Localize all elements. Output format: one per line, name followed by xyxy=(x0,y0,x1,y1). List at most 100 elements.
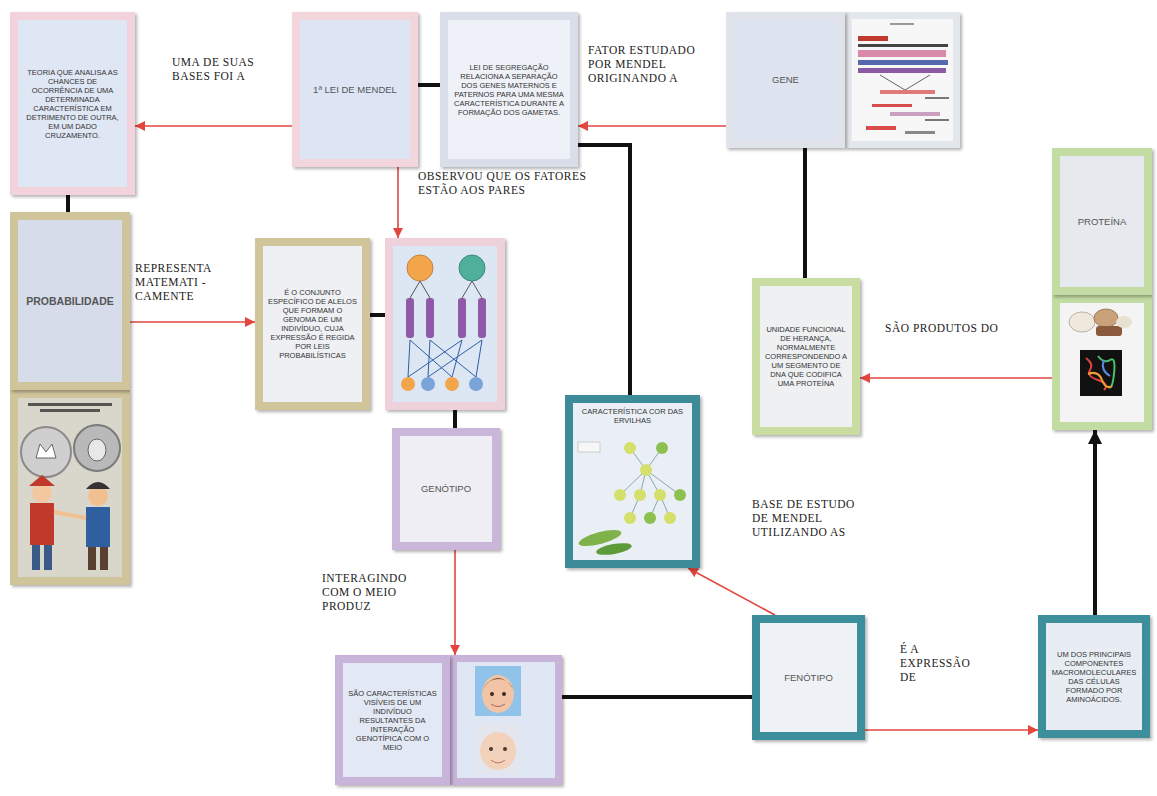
connector xyxy=(453,410,457,428)
card-page: PROBABILIDADE xyxy=(10,212,130,390)
card-text-block: LEI DE SEGREGAÇÃO RELACIONA A SEPARAÇÃO … xyxy=(452,63,566,117)
baby-photos xyxy=(450,655,562,785)
gene-picture xyxy=(880,90,935,94)
concept-card: SÃO CARACTERÍSTICAS VISÍVEIS DE UM INDIV… xyxy=(335,655,562,785)
edge-label: BASE DE ESTUDO DE MENDEL UTILIZANDO AS xyxy=(752,498,857,539)
card-text: LEI DE SEGREGAÇÃO RELACIONA A SEPARAÇÃO … xyxy=(452,63,566,117)
gene-picture xyxy=(852,19,953,141)
card-text: É O CONJUNTO ESPECÍFICO DE ALELOS QUE FO… xyxy=(267,288,358,360)
protein-picture xyxy=(1116,316,1132,328)
card-text-block: SÃO CARACTERÍSTICAS VISÍVEIS DE UM INDIV… xyxy=(347,689,438,752)
edge-label: REPRESENTA MATEMATI - CAMENTE xyxy=(135,262,240,303)
pea-diagram xyxy=(634,489,646,501)
probability-cartoon xyxy=(21,427,71,477)
allele-picture xyxy=(407,255,433,281)
baby-photos xyxy=(489,747,493,751)
concept-card: UNIDADE FUNCIONAL DE HERANÇA, NORMALMENT… xyxy=(752,278,860,435)
concept-card: 1ª LEI DE MENDEL xyxy=(292,12,418,167)
concept-card: CARACTERÍSTICA COR DAS ERVILHAS xyxy=(565,395,700,568)
edge-label: FATOR ESTUDADO POR MENDEL ORIGINANDO A xyxy=(588,44,698,85)
pea-diagram xyxy=(640,464,652,476)
pea-diagram xyxy=(573,403,692,560)
allele-picture xyxy=(406,298,414,338)
gene-picture xyxy=(866,126,896,130)
card-page: SÃO CARACTERÍSTICAS VISÍVEIS DE UM INDIV… xyxy=(335,655,450,785)
card-text: TEORIA QUE ANALISA AS CHANCES DE OCORRÊN… xyxy=(22,68,123,140)
card-text: PROBABILIDADE xyxy=(22,295,118,308)
allele-picture xyxy=(410,281,482,298)
probability-cartoon xyxy=(18,398,122,577)
concept-card: LEI DE SEGREGAÇÃO RELACIONA A SEPARAÇÃO … xyxy=(440,12,578,167)
probability-cartoon xyxy=(86,482,110,489)
picture-slot xyxy=(845,12,960,148)
connector xyxy=(454,550,456,655)
gene-picture xyxy=(925,119,949,121)
concept-card: UM DOS PRINCIPAIS COMPONENTES MACROMOLEC… xyxy=(1038,615,1150,738)
concept-card: GENE xyxy=(726,12,960,148)
card-text: UNIDADE FUNCIONAL DE HERANÇA, NORMALMENT… xyxy=(764,325,848,388)
probability-cartoon xyxy=(44,545,52,570)
card-text: SÃO CARACTERÍSTICAS VISÍVEIS DE UM INDIV… xyxy=(347,689,438,752)
baby-photos xyxy=(490,692,494,696)
card-text-block: PROTEÍNA xyxy=(1064,216,1140,227)
allele-picture xyxy=(469,377,483,391)
picture-slot xyxy=(1052,295,1152,430)
edge-label: INTERAGINDO COM O MEIO PRODUZ xyxy=(322,572,437,613)
probability-cartoon xyxy=(10,390,130,585)
probability-cartoon xyxy=(36,444,56,458)
gene-picture xyxy=(858,50,946,57)
card-text: GENÓTIPO xyxy=(404,483,488,494)
concept-card: GENÓTIPO xyxy=(392,428,500,550)
pea-diagram xyxy=(624,442,636,454)
card-text-block: CARACTERÍSTICA COR DAS ERVILHAS xyxy=(577,407,688,425)
probability-cartoon xyxy=(88,547,96,570)
allele-picture xyxy=(401,377,415,391)
pea-diagram xyxy=(656,442,668,454)
protein-picture xyxy=(1052,295,1152,430)
pair-joint xyxy=(370,313,385,317)
card-text-block: É O CONJUNTO ESPECÍFICO DE ALELOS QUE FO… xyxy=(267,288,358,360)
card-page: PROTEÍNA xyxy=(1052,148,1152,295)
card-text-block: UNIDADE FUNCIONAL DE HERANÇA, NORMALMENT… xyxy=(764,325,848,388)
probability-cartoon xyxy=(100,547,108,570)
probability-cartoon xyxy=(10,390,130,585)
gene-picture xyxy=(905,131,935,134)
allele-picture xyxy=(408,340,482,377)
card-text: GENE xyxy=(738,74,833,85)
card-text-block: 1ª LEI DE MENDEL xyxy=(304,84,406,95)
baby-photos xyxy=(491,760,505,763)
allele-picture xyxy=(426,298,434,338)
picture-slot xyxy=(10,390,130,585)
connector xyxy=(860,377,1052,379)
pea-diagram xyxy=(654,489,666,501)
card-text-block: FENÓTIPO xyxy=(764,672,853,683)
edge-label: OBSERVOU QUE OS FATORES ESTÃO AOS PARES xyxy=(418,170,593,198)
gene-picture xyxy=(880,75,930,90)
edge-label: UMA DE SUAS BASES FOI A xyxy=(172,56,282,84)
gene-picture xyxy=(858,60,948,65)
pea-diagram xyxy=(573,403,692,560)
allele-picture xyxy=(385,238,505,410)
concept-card: PROTEÍNA xyxy=(1052,148,1152,430)
gene-picture xyxy=(845,12,960,148)
probability-cartoon xyxy=(74,425,120,471)
card-text: FENÓTIPO xyxy=(764,672,853,683)
probability-cartoon xyxy=(28,403,112,406)
connector xyxy=(397,167,399,238)
card-text: 1ª LEI DE MENDEL xyxy=(304,84,406,95)
gene-picture xyxy=(890,23,914,25)
allele-picture xyxy=(393,246,497,402)
pea-diagram xyxy=(614,489,626,501)
connector xyxy=(578,125,726,127)
pea-diagram xyxy=(620,448,680,518)
baby-photos xyxy=(482,675,514,713)
connector xyxy=(688,568,775,615)
baby-photos xyxy=(502,692,506,696)
allele-picture xyxy=(478,298,486,338)
pea-diagram xyxy=(595,541,632,557)
picture-slot xyxy=(450,655,562,785)
connector xyxy=(130,321,255,323)
card-page: GENE xyxy=(726,12,845,148)
protein-picture xyxy=(1080,350,1122,396)
